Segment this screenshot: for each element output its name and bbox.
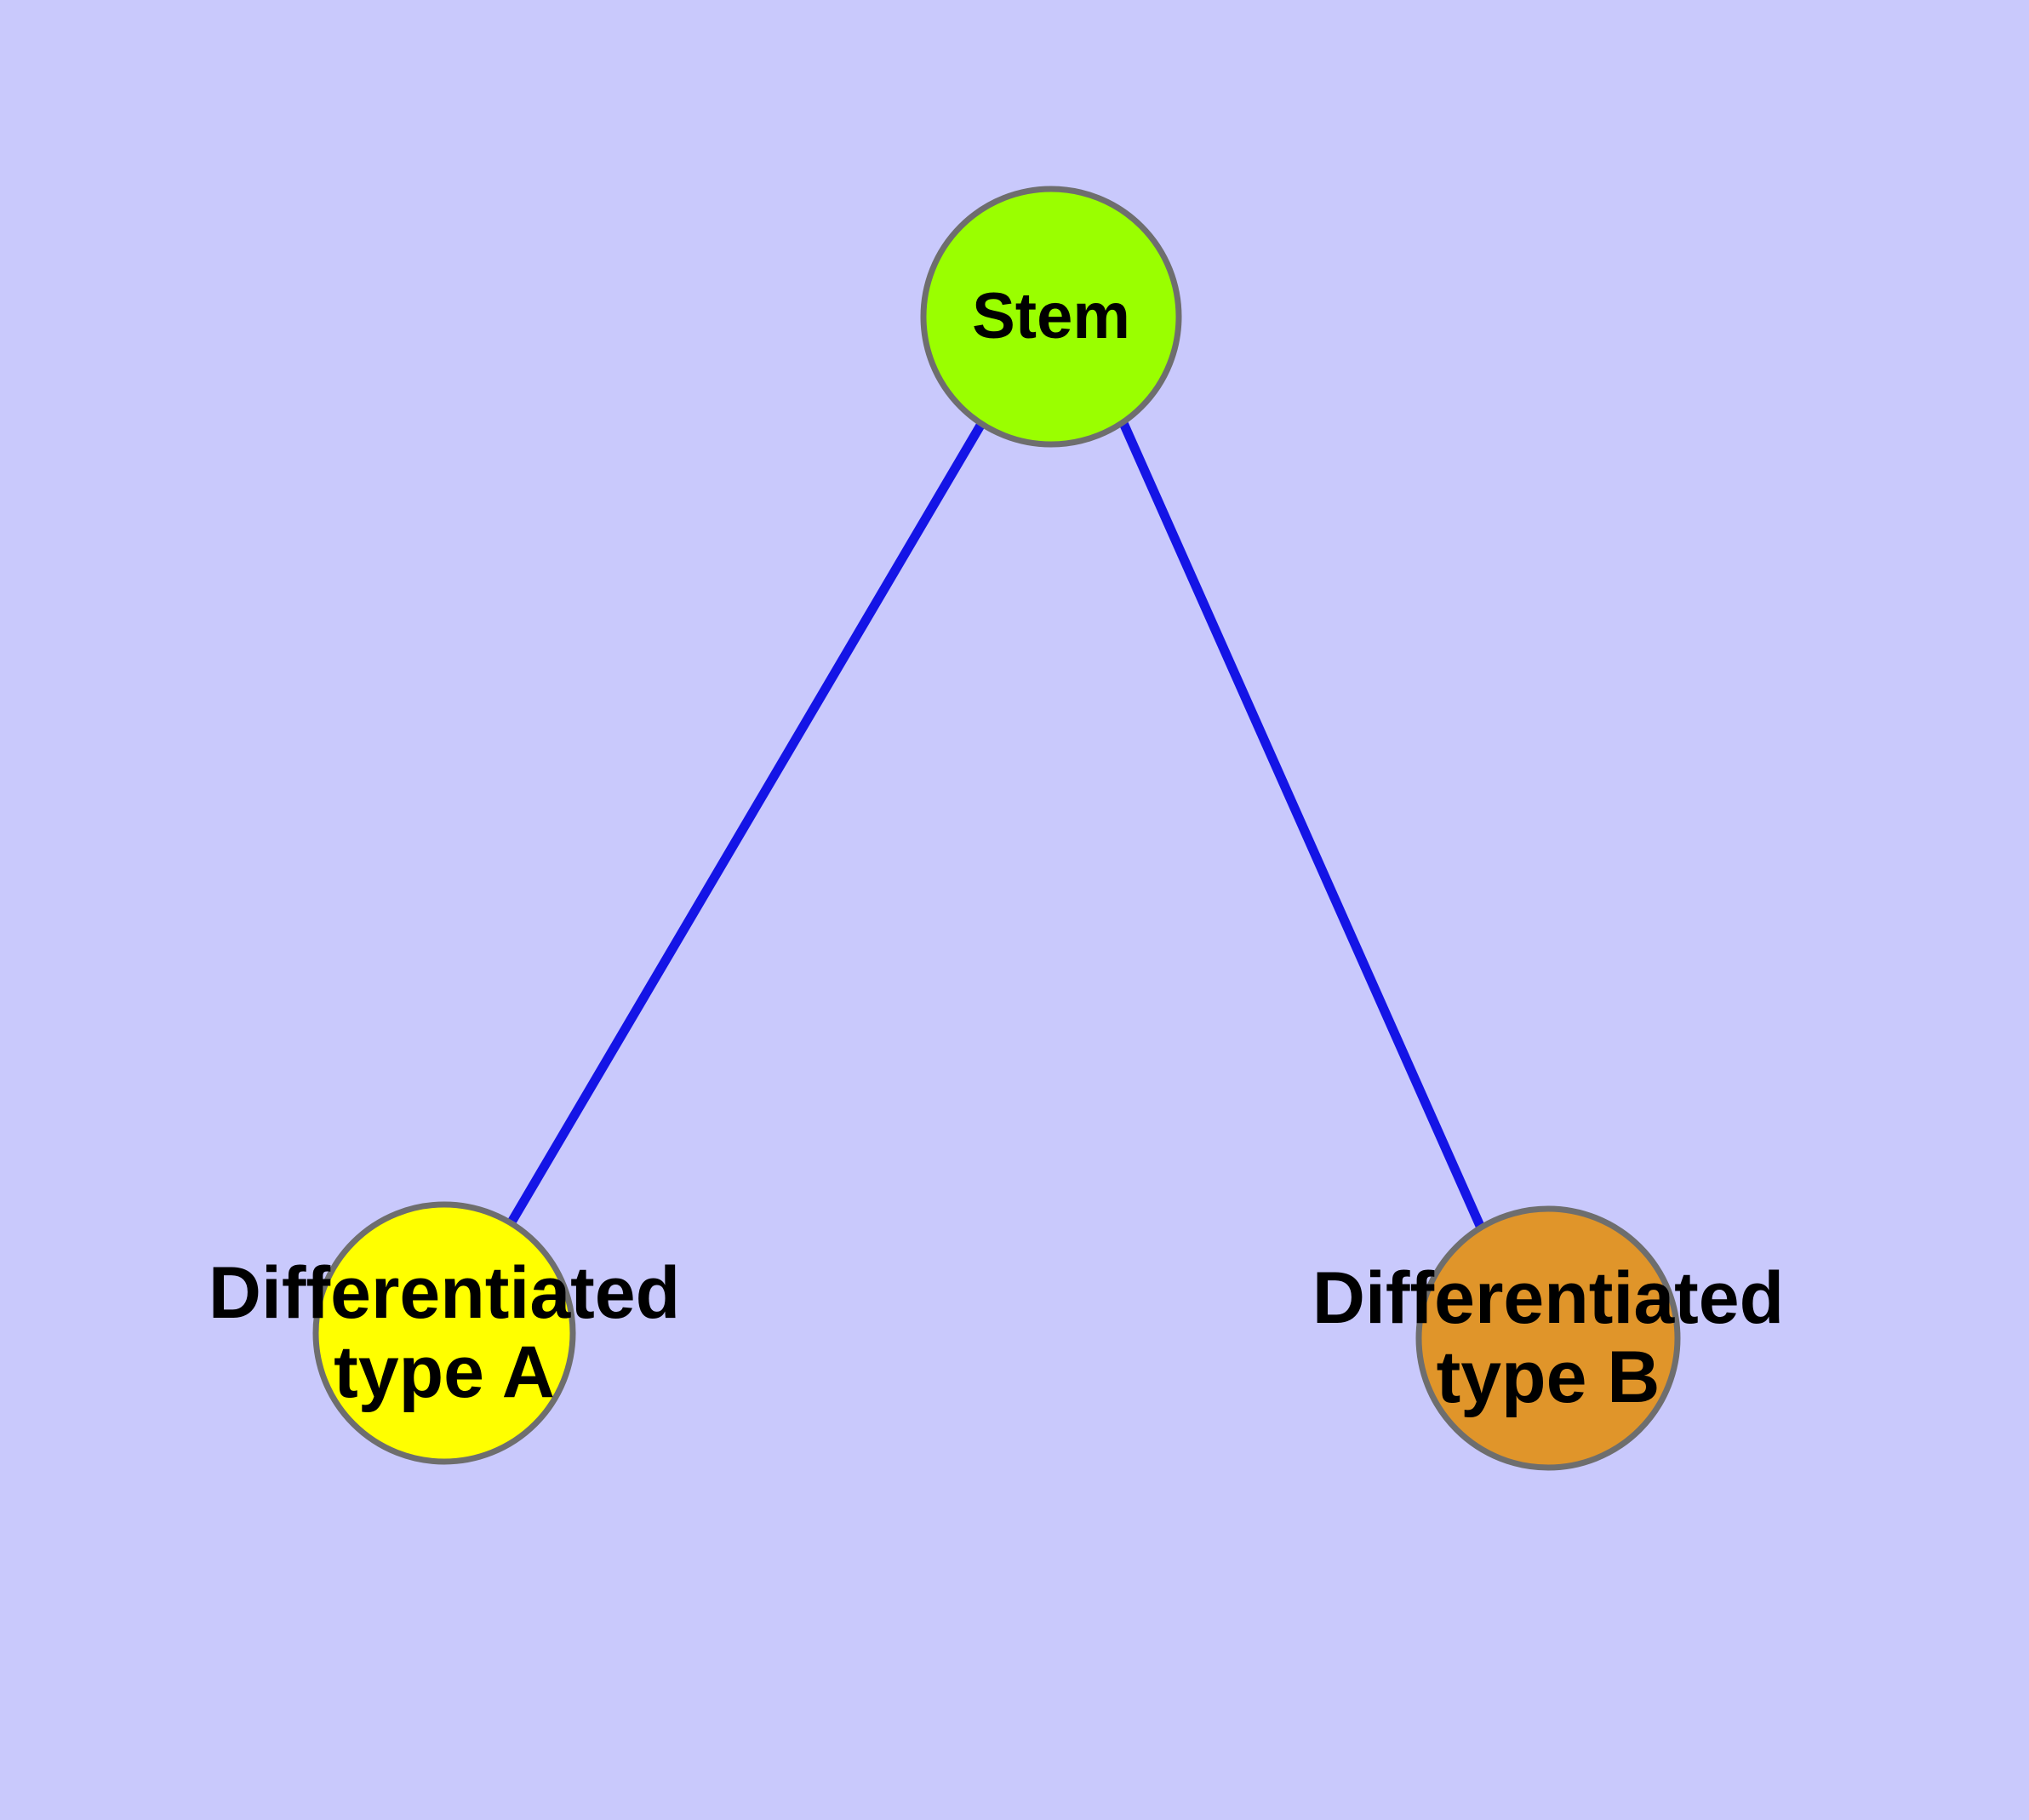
node-differentiated-type-b[interactable] (1415, 1205, 1681, 1471)
edge-layer (508, 421, 1485, 1228)
node-layer (312, 186, 1681, 1471)
edge-stem-to-diff-a[interactable] (508, 421, 986, 1223)
edge-stem-to-diff-b[interactable] (1118, 421, 1485, 1228)
node-differentiated-type-a[interactable] (312, 1201, 576, 1465)
node-stem[interactable] (920, 186, 1182, 448)
